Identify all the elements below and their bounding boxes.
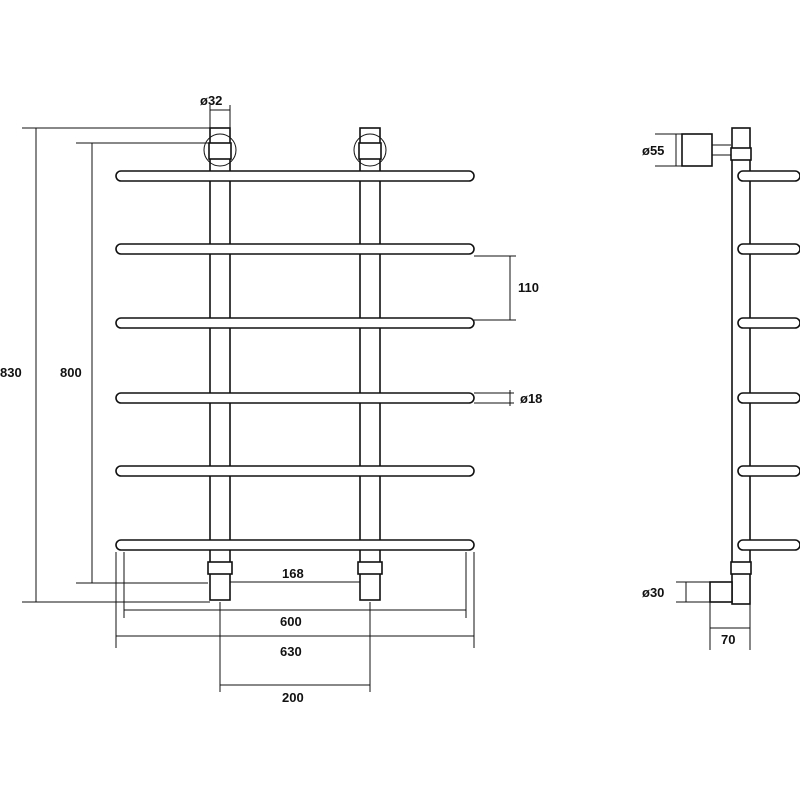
connection-diameter-label: ø30 (642, 585, 664, 600)
side-bar-1 (737, 170, 800, 182)
right-top-cap (358, 142, 382, 160)
bar-3 (115, 317, 475, 329)
side-bottom-coupling (730, 561, 752, 575)
side-rail (731, 127, 751, 605)
right-bottom-coupling (357, 561, 383, 575)
left-top-flange (203, 133, 237, 167)
right-rail (359, 127, 381, 601)
rail-height-label: 800 (60, 365, 82, 380)
inner-span-label: 168 (282, 566, 304, 581)
bar-length-label: 600 (280, 614, 302, 629)
wall-offset-label: 70 (721, 632, 735, 647)
right-top-flange (353, 133, 387, 167)
side-bottom-connector (709, 581, 733, 603)
total-width-label: 630 (280, 644, 302, 659)
side-bar-4 (737, 392, 800, 404)
side-top-flange (681, 133, 713, 167)
side-bar-5 (737, 465, 800, 477)
total-height-label: 830 (0, 365, 22, 380)
rail-diameter-label: ø32 (200, 93, 222, 108)
side-bar-2 (737, 243, 800, 255)
bar-spacing-label: 110 (518, 280, 539, 295)
bar-6 (115, 539, 475, 551)
flange-diameter-label: ø55 (642, 143, 664, 158)
side-bar-6 (737, 539, 800, 551)
left-top-cap (208, 142, 232, 160)
bar-5 (115, 465, 475, 477)
side-view: ø55 ø30 70 (642, 127, 800, 650)
center-distance-label: 200 (282, 690, 304, 705)
bar-diameter-label: ø18 (520, 391, 542, 406)
left-bottom-coupling (207, 561, 233, 575)
side-top-cap (730, 147, 752, 161)
left-rail (209, 127, 231, 601)
front-view: ø32 830 800 110 ø18 168 600 630 (0, 93, 542, 705)
bar-1 (115, 170, 475, 182)
bar-2 (115, 243, 475, 255)
side-bar-3 (737, 317, 800, 329)
bar-4 (115, 392, 475, 404)
